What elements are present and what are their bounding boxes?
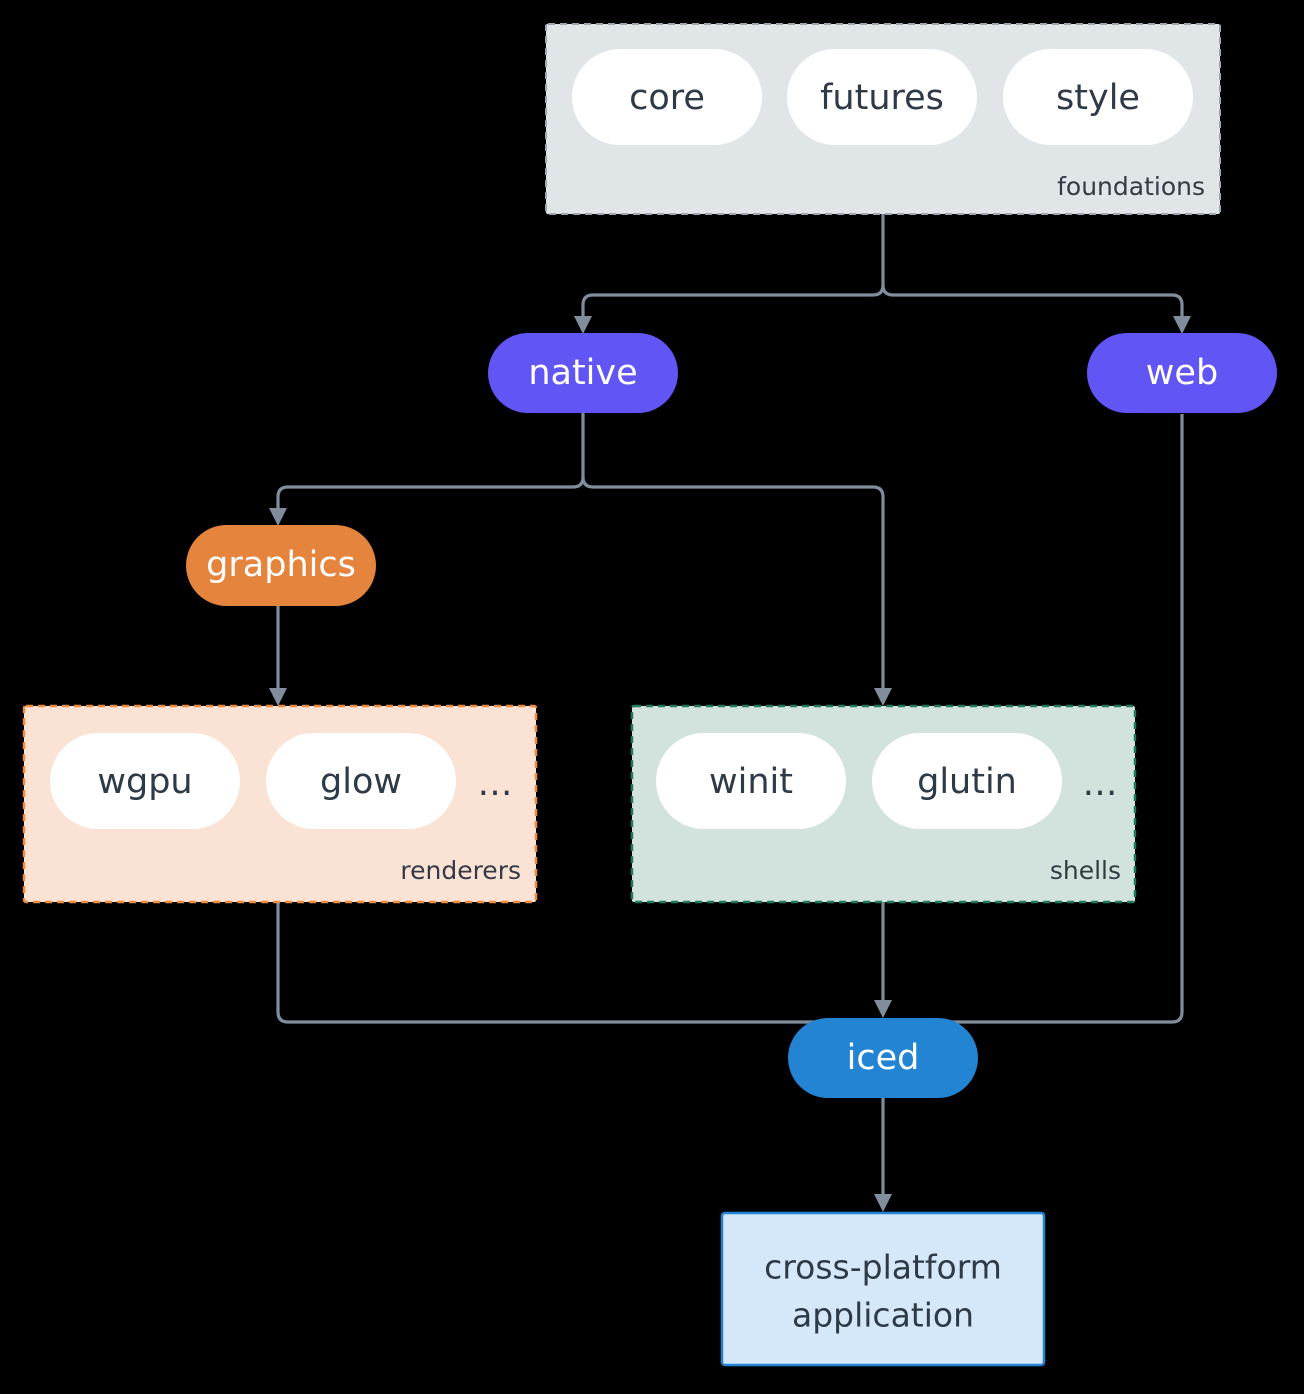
arrowhead-foundations-web	[1173, 316, 1191, 334]
node-iced[interactable]	[788, 1018, 978, 1098]
node-graphics[interactable]	[186, 525, 376, 606]
edge-renderers-iced	[276, 902, 873, 1024]
node-glutin[interactable]	[872, 733, 1062, 829]
node-wgpu[interactable]	[50, 733, 240, 829]
node-native-label: native	[528, 353, 637, 393]
cluster-foundations-label: foundations	[1057, 172, 1205, 201]
node-glutin-label: glutin	[917, 762, 1017, 802]
node-futures[interactable]	[787, 49, 977, 145]
edge-foundations-web	[881, 284, 1184, 322]
node-wgpu-label: wgpu	[97, 762, 192, 802]
arrowhead-graphics-renderers	[269, 688, 287, 706]
arrowhead-foundations-native	[574, 316, 592, 334]
arrowhead-into-iced	[874, 1000, 892, 1018]
node-graphics-group[interactable]: graphics	[186, 525, 376, 606]
cluster-renderers: wgpu glow … renderers	[22, 704, 538, 904]
cluster-renderers-label: renderers	[400, 856, 521, 885]
cluster-foundations: core futures style foundations	[545, 23, 1221, 215]
node-iced-label: iced	[847, 1038, 920, 1078]
node-renderers-more: …	[478, 764, 515, 804]
node-web[interactable]	[1087, 333, 1277, 413]
node-glow[interactable]	[266, 733, 456, 829]
edge-layer	[269, 214, 1191, 1212]
node-web-label: web	[1146, 353, 1218, 393]
arrowhead-native-graphics	[269, 508, 287, 526]
edge-web-iced	[893, 414, 1184, 1024]
node-application[interactable]	[720, 1211, 1046, 1367]
node-native[interactable]	[488, 333, 678, 413]
node-shells-more: …	[1083, 764, 1120, 804]
edge-native-shells	[581, 476, 885, 694]
edge-foundations-split	[581, 214, 885, 322]
node-web-group[interactable]: web	[1087, 333, 1277, 413]
node-application-label-line1: cross-platform	[764, 1248, 1002, 1287]
node-native-group[interactable]: native	[488, 333, 678, 413]
node-core-label: core	[629, 78, 705, 118]
node-iced-group[interactable]: iced	[788, 1018, 978, 1098]
edge-native-split	[276, 413, 585, 514]
node-style[interactable]	[1003, 49, 1193, 145]
node-application-label-line2: application	[792, 1296, 974, 1335]
node-winit[interactable]	[656, 733, 846, 829]
node-glow-label: glow	[320, 762, 402, 802]
arrowhead-native-shells	[874, 688, 892, 706]
cluster-shells: winit glutin … shells	[630, 704, 1137, 904]
cluster-shells-label: shells	[1050, 856, 1121, 885]
node-futures-label: futures	[820, 78, 944, 118]
node-application-group[interactable]: cross-platform application	[720, 1211, 1046, 1367]
node-winit-label: winit	[709, 762, 793, 802]
node-core[interactable]	[572, 49, 762, 145]
node-style-label: style	[1056, 78, 1140, 118]
arrowhead-iced-application	[874, 1194, 892, 1212]
node-graphics-label: graphics	[206, 545, 356, 585]
